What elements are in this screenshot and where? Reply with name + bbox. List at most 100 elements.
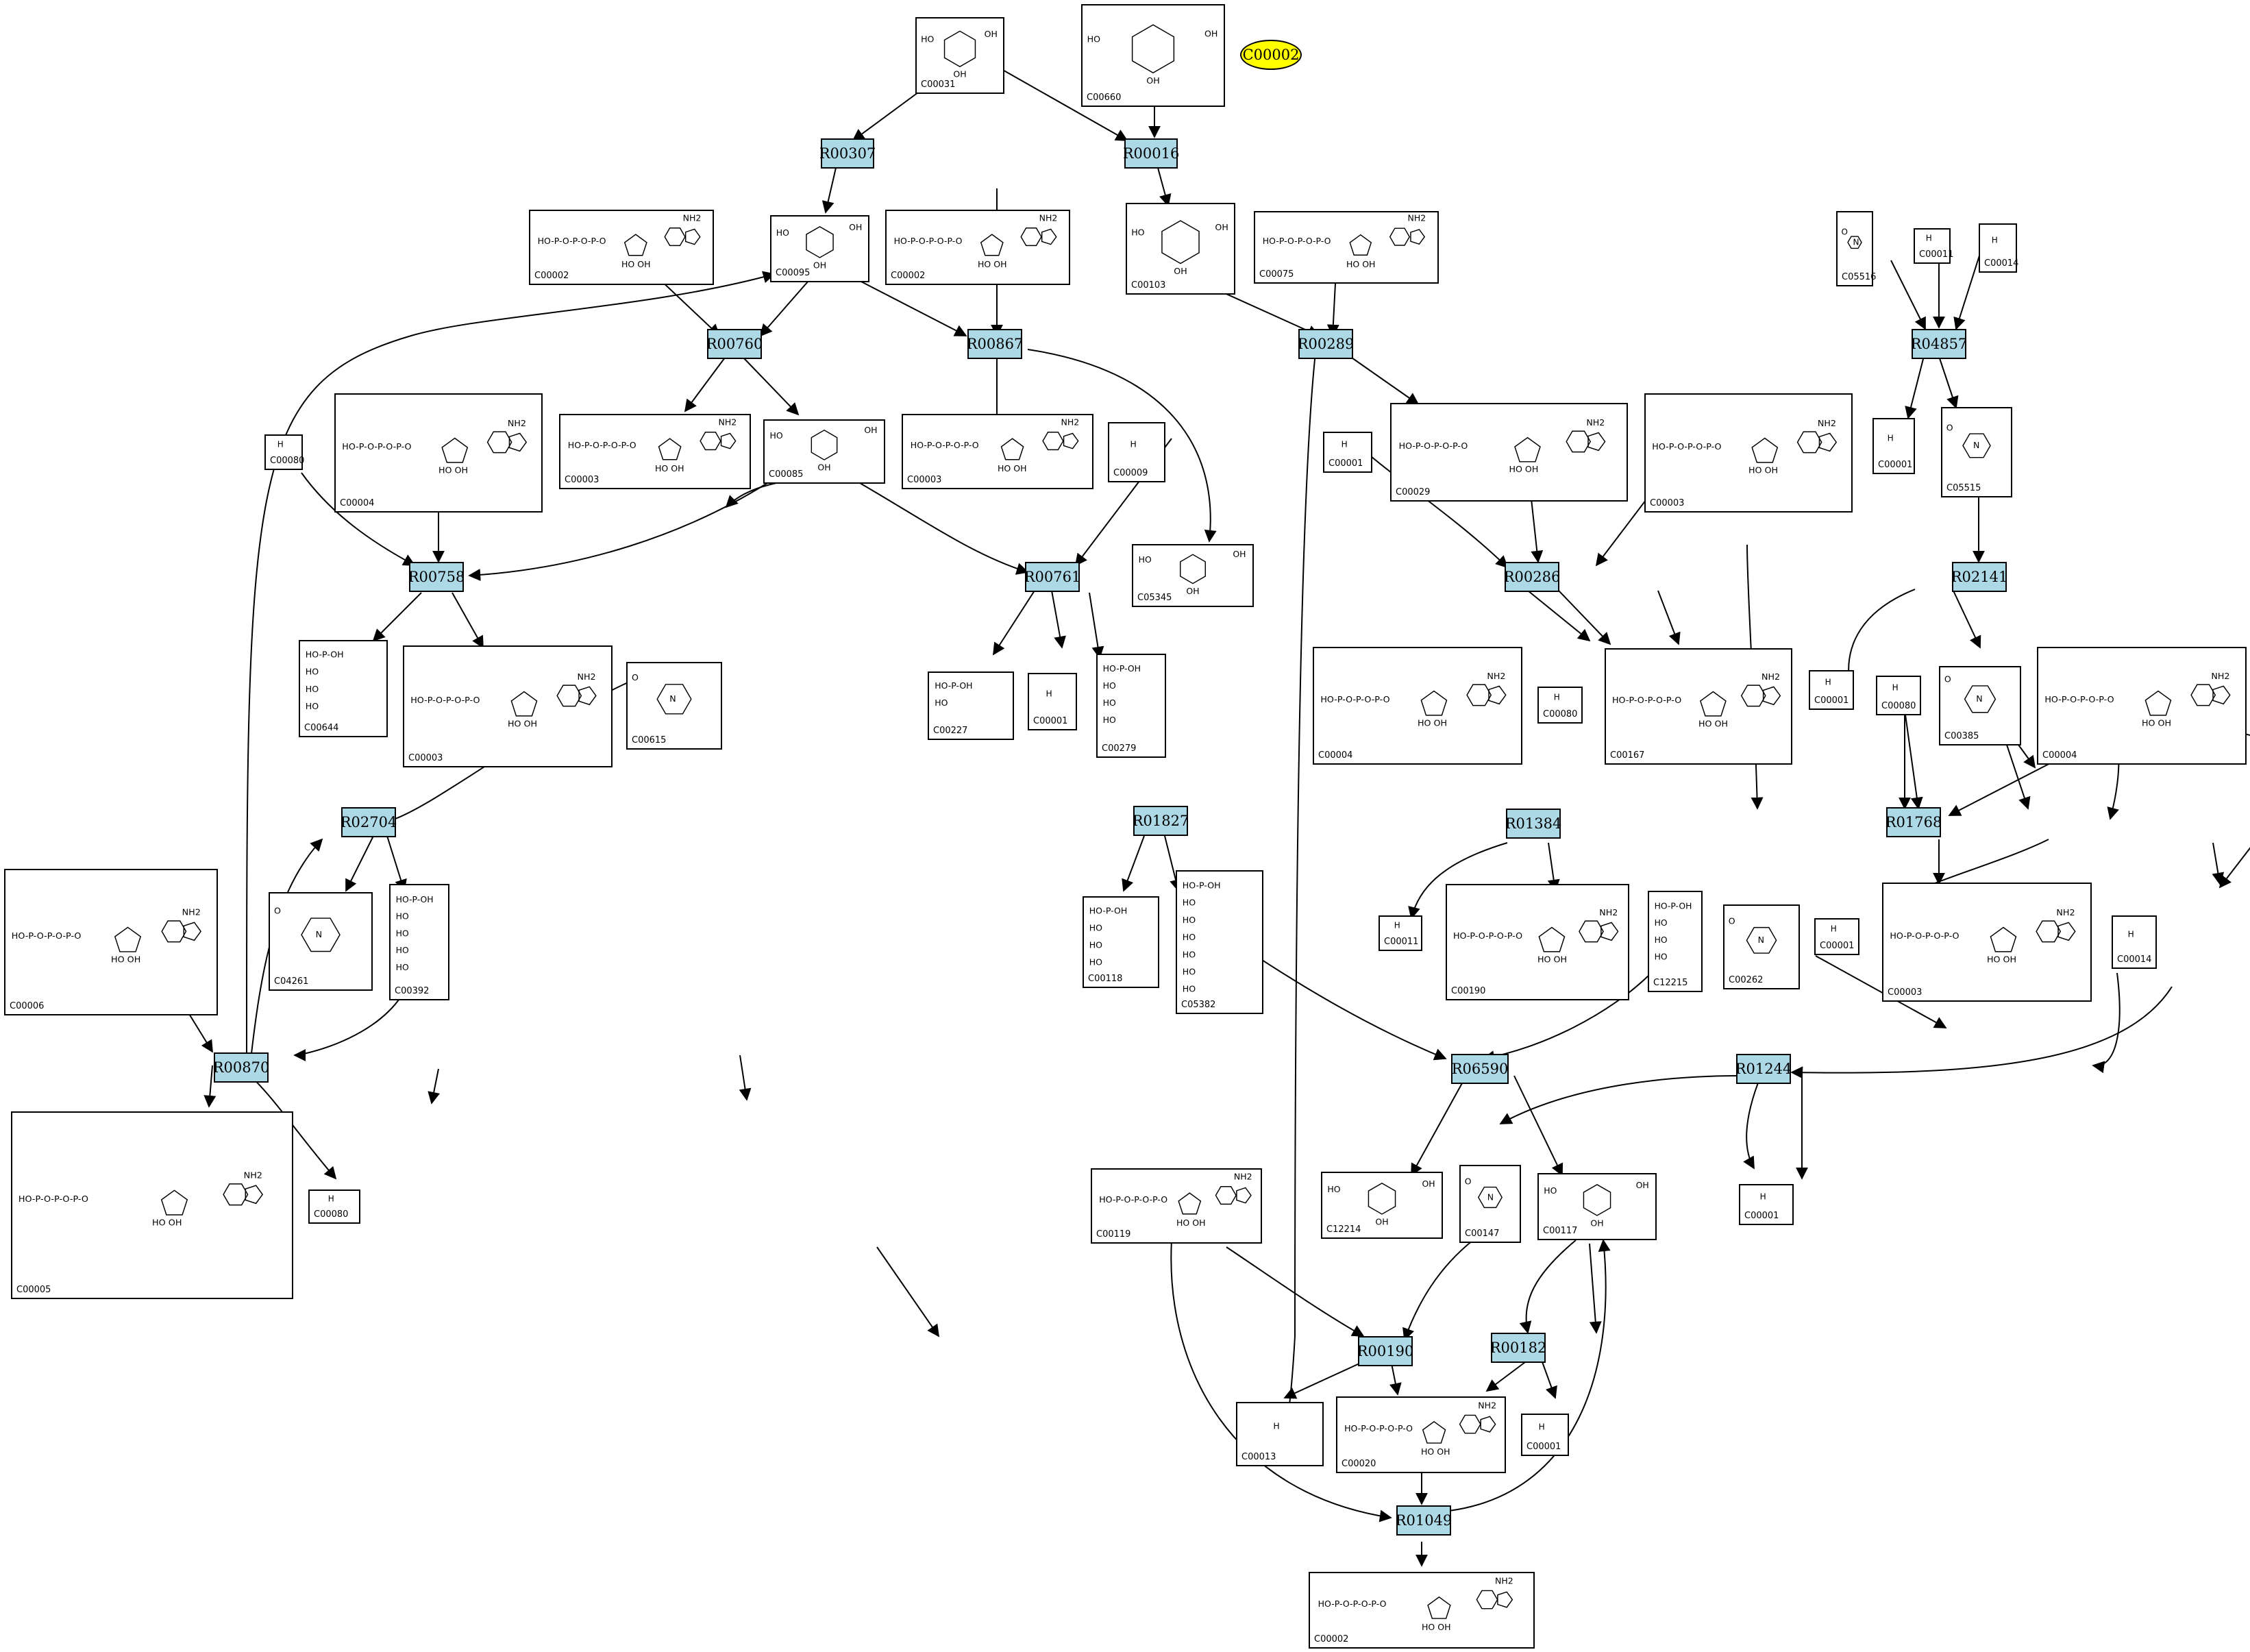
- highlighted-compound[interactable]: C00002: [1240, 40, 1302, 70]
- reaction-r00190[interactable]: R00190: [1357, 1336, 1413, 1366]
- svg-text:HO-P-O-P-O-P-O: HO-P-O-P-O-P-O: [1344, 1423, 1413, 1433]
- reaction-r04857[interactable]: R04857: [1911, 329, 1967, 359]
- svg-text:NH2: NH2: [2056, 907, 2075, 917]
- svg-text:H: H: [1394, 921, 1400, 930]
- svg-text:HO OH: HO OH: [2142, 717, 2171, 728]
- reaction-r00758[interactable]: R00758: [408, 562, 465, 592]
- reaction-r01827[interactable]: R01827: [1133, 806, 1189, 836]
- structure-drawing: H: [1926, 234, 1932, 243]
- reaction-r02141[interactable]: R02141: [1951, 562, 2007, 592]
- reaction-r00870[interactable]: R00870: [213, 1052, 269, 1083]
- svg-text:H: H: [1831, 924, 1837, 934]
- reaction-r00867[interactable]: R00867: [967, 329, 1023, 359]
- reaction-r01384[interactable]: R01384: [1505, 809, 1561, 839]
- svg-text:NH2: NH2: [1818, 418, 1836, 428]
- compound-id-label: C00013: [1241, 1452, 1276, 1462]
- reaction-r00760[interactable]: R00760: [706, 329, 763, 359]
- reaction-r01049[interactable]: R01049: [1396, 1505, 1452, 1536]
- reaction-r00761[interactable]: R00761: [1024, 562, 1080, 592]
- reaction-r01244[interactable]: R01244: [1735, 1054, 1792, 1084]
- reaction-r02704[interactable]: R02704: [341, 807, 397, 837]
- reaction-r00182[interactable]: R00182: [1490, 1333, 1546, 1363]
- compound-id-label: C00644: [304, 723, 339, 733]
- svg-text:OH: OH: [985, 29, 998, 39]
- compound-id-label: C00004: [1318, 750, 1353, 761]
- reaction-r00289[interactable]: R00289: [1298, 329, 1354, 359]
- reaction-r00307[interactable]: R00307: [819, 138, 876, 169]
- reaction-r01768[interactable]: R01768: [1886, 807, 1942, 837]
- svg-text:HO: HO: [1089, 940, 1102, 950]
- reaction-r06590[interactable]: R06590: [1451, 1054, 1509, 1084]
- svg-text:HO: HO: [921, 34, 934, 45]
- svg-text:HO OH: HO OH: [1421, 1446, 1450, 1457]
- svg-text:HO-P-OH: HO-P-OH: [935, 680, 972, 691]
- compound-id-label: C00014: [2117, 954, 2152, 965]
- compound-id-label: C00001: [1033, 716, 1068, 726]
- reaction-r00016[interactable]: R00016: [1123, 138, 1179, 169]
- reaction-r00286[interactable]: R00286: [1504, 562, 1560, 592]
- compound-id-label: C00103: [1131, 280, 1166, 291]
- compound-id-label: C00005: [16, 1285, 51, 1295]
